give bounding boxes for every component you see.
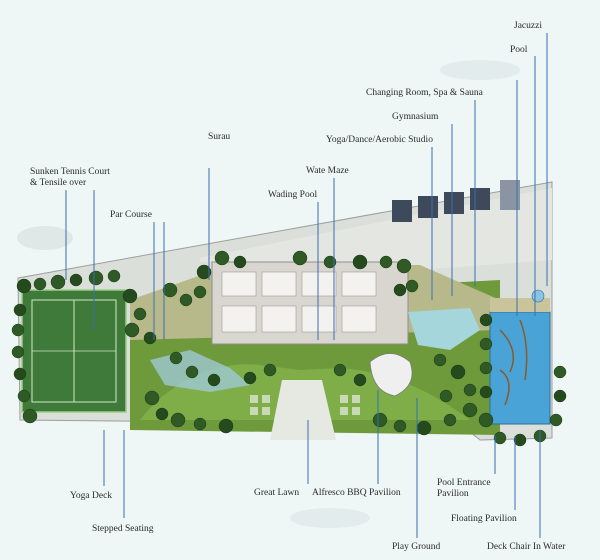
label-great-lawn: Great Lawn: [254, 488, 300, 498]
jacuzzi-shape: [531, 289, 545, 303]
tree: [450, 364, 466, 380]
background-blob: [17, 226, 73, 250]
label-pool-entrance-line1: Pool Entrance: [437, 478, 491, 488]
tree: [493, 431, 507, 445]
building-units: [221, 271, 377, 333]
tree: [416, 420, 432, 436]
label-wading-pool: Wading Pool: [268, 190, 318, 200]
tree: [549, 413, 563, 427]
tree: [124, 322, 140, 338]
label-changing-room: Changing Room, Spa & Sauna: [366, 88, 483, 98]
tree: [133, 307, 147, 321]
label-stepped-seating: Stepped Seating: [92, 524, 154, 534]
tree: [185, 365, 199, 379]
tree: [162, 282, 178, 298]
tree: [11, 345, 25, 359]
tree: [379, 255, 393, 269]
label-tennis-line1: Sunken Tennis Court: [30, 167, 110, 177]
tree: [553, 365, 567, 379]
tree: [143, 331, 157, 345]
tree: [22, 408, 38, 424]
label-pool: Pool: [510, 45, 528, 55]
background-blob: [440, 60, 520, 80]
floating-pavilion-decks: [499, 319, 528, 406]
label-gymnasium: Gymnasium: [392, 112, 439, 122]
tree: [478, 412, 494, 428]
tree: [333, 363, 347, 377]
tree: [243, 371, 257, 385]
tree: [479, 385, 493, 399]
central-promenade: [270, 380, 336, 440]
tree: [11, 323, 25, 337]
tree: [372, 412, 388, 428]
tree: [16, 278, 32, 294]
label-wate-maze: Wate Maze: [306, 166, 349, 176]
tree: [439, 389, 453, 403]
water-maze: [408, 308, 480, 350]
tree: [50, 274, 66, 290]
tree-canopy: [11, 250, 567, 447]
tree: [462, 402, 478, 418]
label-play-ground: Play Ground: [392, 542, 441, 552]
tree: [88, 270, 104, 286]
tree: [479, 313, 493, 327]
tree: [170, 412, 186, 428]
leader-lines: [65, 33, 548, 538]
background-blob: [290, 508, 370, 528]
bbq-pavilion-grid: [250, 395, 360, 415]
tree: [144, 390, 160, 406]
tree: [405, 279, 419, 293]
tree: [479, 361, 493, 375]
tree: [107, 269, 121, 283]
tree: [17, 389, 31, 403]
tree: [393, 283, 407, 297]
tree: [292, 250, 308, 266]
tree: [13, 303, 27, 317]
swimming-pool: [489, 311, 551, 425]
tree: [193, 285, 207, 299]
tree: [218, 418, 234, 434]
tree: [207, 373, 221, 387]
tree: [13, 367, 27, 381]
tree: [169, 351, 183, 365]
label-tennis-line2: & Tensile over: [30, 178, 87, 188]
tree: [513, 433, 527, 447]
tree: [196, 264, 212, 280]
playground: [369, 353, 413, 397]
label-bbq-pavilion: Alfresco BBQ Pavilion: [312, 488, 401, 498]
label-surau: Surau: [208, 132, 231, 142]
tree: [393, 419, 407, 433]
tree: [69, 273, 83, 287]
label-yoga-studio: Yoga/Dance/Aerobic Studio: [326, 135, 433, 145]
tree: [479, 337, 493, 351]
label-deck-chair: Deck Chair In Water: [487, 542, 566, 552]
label-par-course: Par Course: [110, 210, 152, 220]
tree: [323, 255, 337, 269]
tree: [155, 407, 169, 421]
tree: [463, 383, 477, 397]
label-floating-pavilion: Floating Pavilion: [451, 514, 517, 524]
label-pool-entrance-line2: Pavilion: [437, 489, 469, 499]
label-yoga-deck: Yoga Deck: [70, 491, 113, 501]
tree: [214, 250, 230, 266]
tree: [396, 258, 412, 274]
tree: [443, 413, 457, 427]
label-jacuzzi: Jacuzzi: [514, 21, 542, 31]
tree: [433, 353, 447, 367]
tree: [233, 255, 247, 269]
tree: [352, 254, 368, 270]
tree: [263, 363, 277, 377]
car-park-area: [200, 188, 552, 270]
tree: [179, 293, 193, 307]
tree: [122, 288, 138, 304]
tree: [353, 373, 367, 387]
tree: [553, 389, 567, 403]
tree: [33, 277, 47, 291]
tree: [193, 417, 207, 431]
